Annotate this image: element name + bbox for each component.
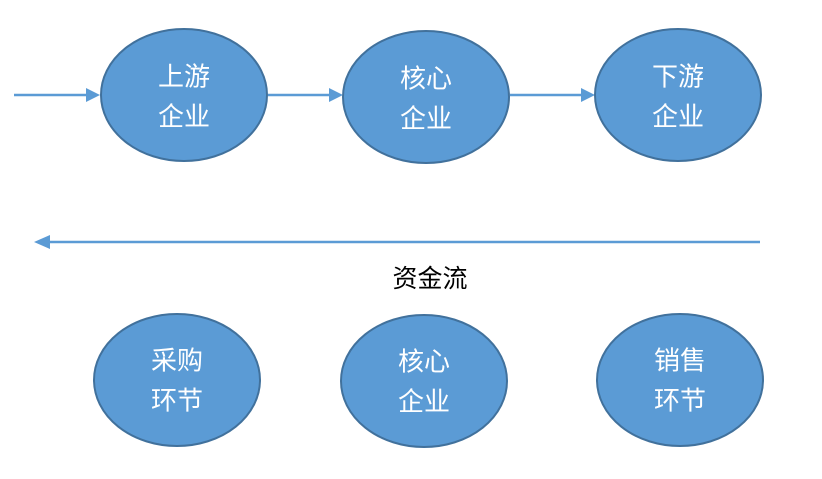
node-procurement-stage-line1: 采购 <box>151 347 203 377</box>
arrow-into-upstream-head <box>86 88 100 102</box>
node-upstream-enterprise-line1: 上游 <box>158 63 210 93</box>
node-core-enterprise-bottom-line1: 核心 <box>398 348 450 378</box>
node-core-enterprise-top-shape <box>342 30 510 164</box>
node-sales-stage-line2: 环节 <box>654 387 706 417</box>
node-core-enterprise-top-line2: 企业 <box>400 105 452 135</box>
node-procurement-stage-line2: 环节 <box>151 387 203 417</box>
node-sales-stage-shape <box>596 313 764 447</box>
node-core-enterprise-top: 核心 企业 <box>342 30 510 164</box>
node-core-enterprise-bottom-shape <box>340 314 508 448</box>
node-downstream-enterprise-line1: 下游 <box>652 63 704 93</box>
node-upstream-enterprise-line2: 企业 <box>158 103 210 133</box>
arrow-upstream-to-core-head <box>329 88 343 102</box>
node-core-enterprise-bottom: 核心 企业 <box>340 314 508 448</box>
node-downstream-enterprise: 下游 企业 <box>594 28 762 162</box>
node-upstream-enterprise-shape <box>100 28 268 162</box>
node-downstream-enterprise-line2: 企业 <box>652 103 704 133</box>
node-core-enterprise-bottom-line2: 企业 <box>398 388 450 418</box>
funds-flow-arrow-head <box>34 235 50 249</box>
node-downstream-enterprise-shape <box>594 28 762 162</box>
node-sales-stage: 销售 环节 <box>596 313 764 447</box>
node-procurement-stage-shape <box>93 313 261 447</box>
node-procurement-stage: 采购 环节 <box>93 313 261 447</box>
funds-flow-label: 资金流 <box>392 264 467 293</box>
arrow-core-to-downstream-head <box>581 88 595 102</box>
node-core-enterprise-top-line1: 核心 <box>400 65 452 95</box>
node-sales-stage-line1: 销售 <box>654 347 706 377</box>
node-upstream-enterprise: 上游 企业 <box>100 28 268 162</box>
